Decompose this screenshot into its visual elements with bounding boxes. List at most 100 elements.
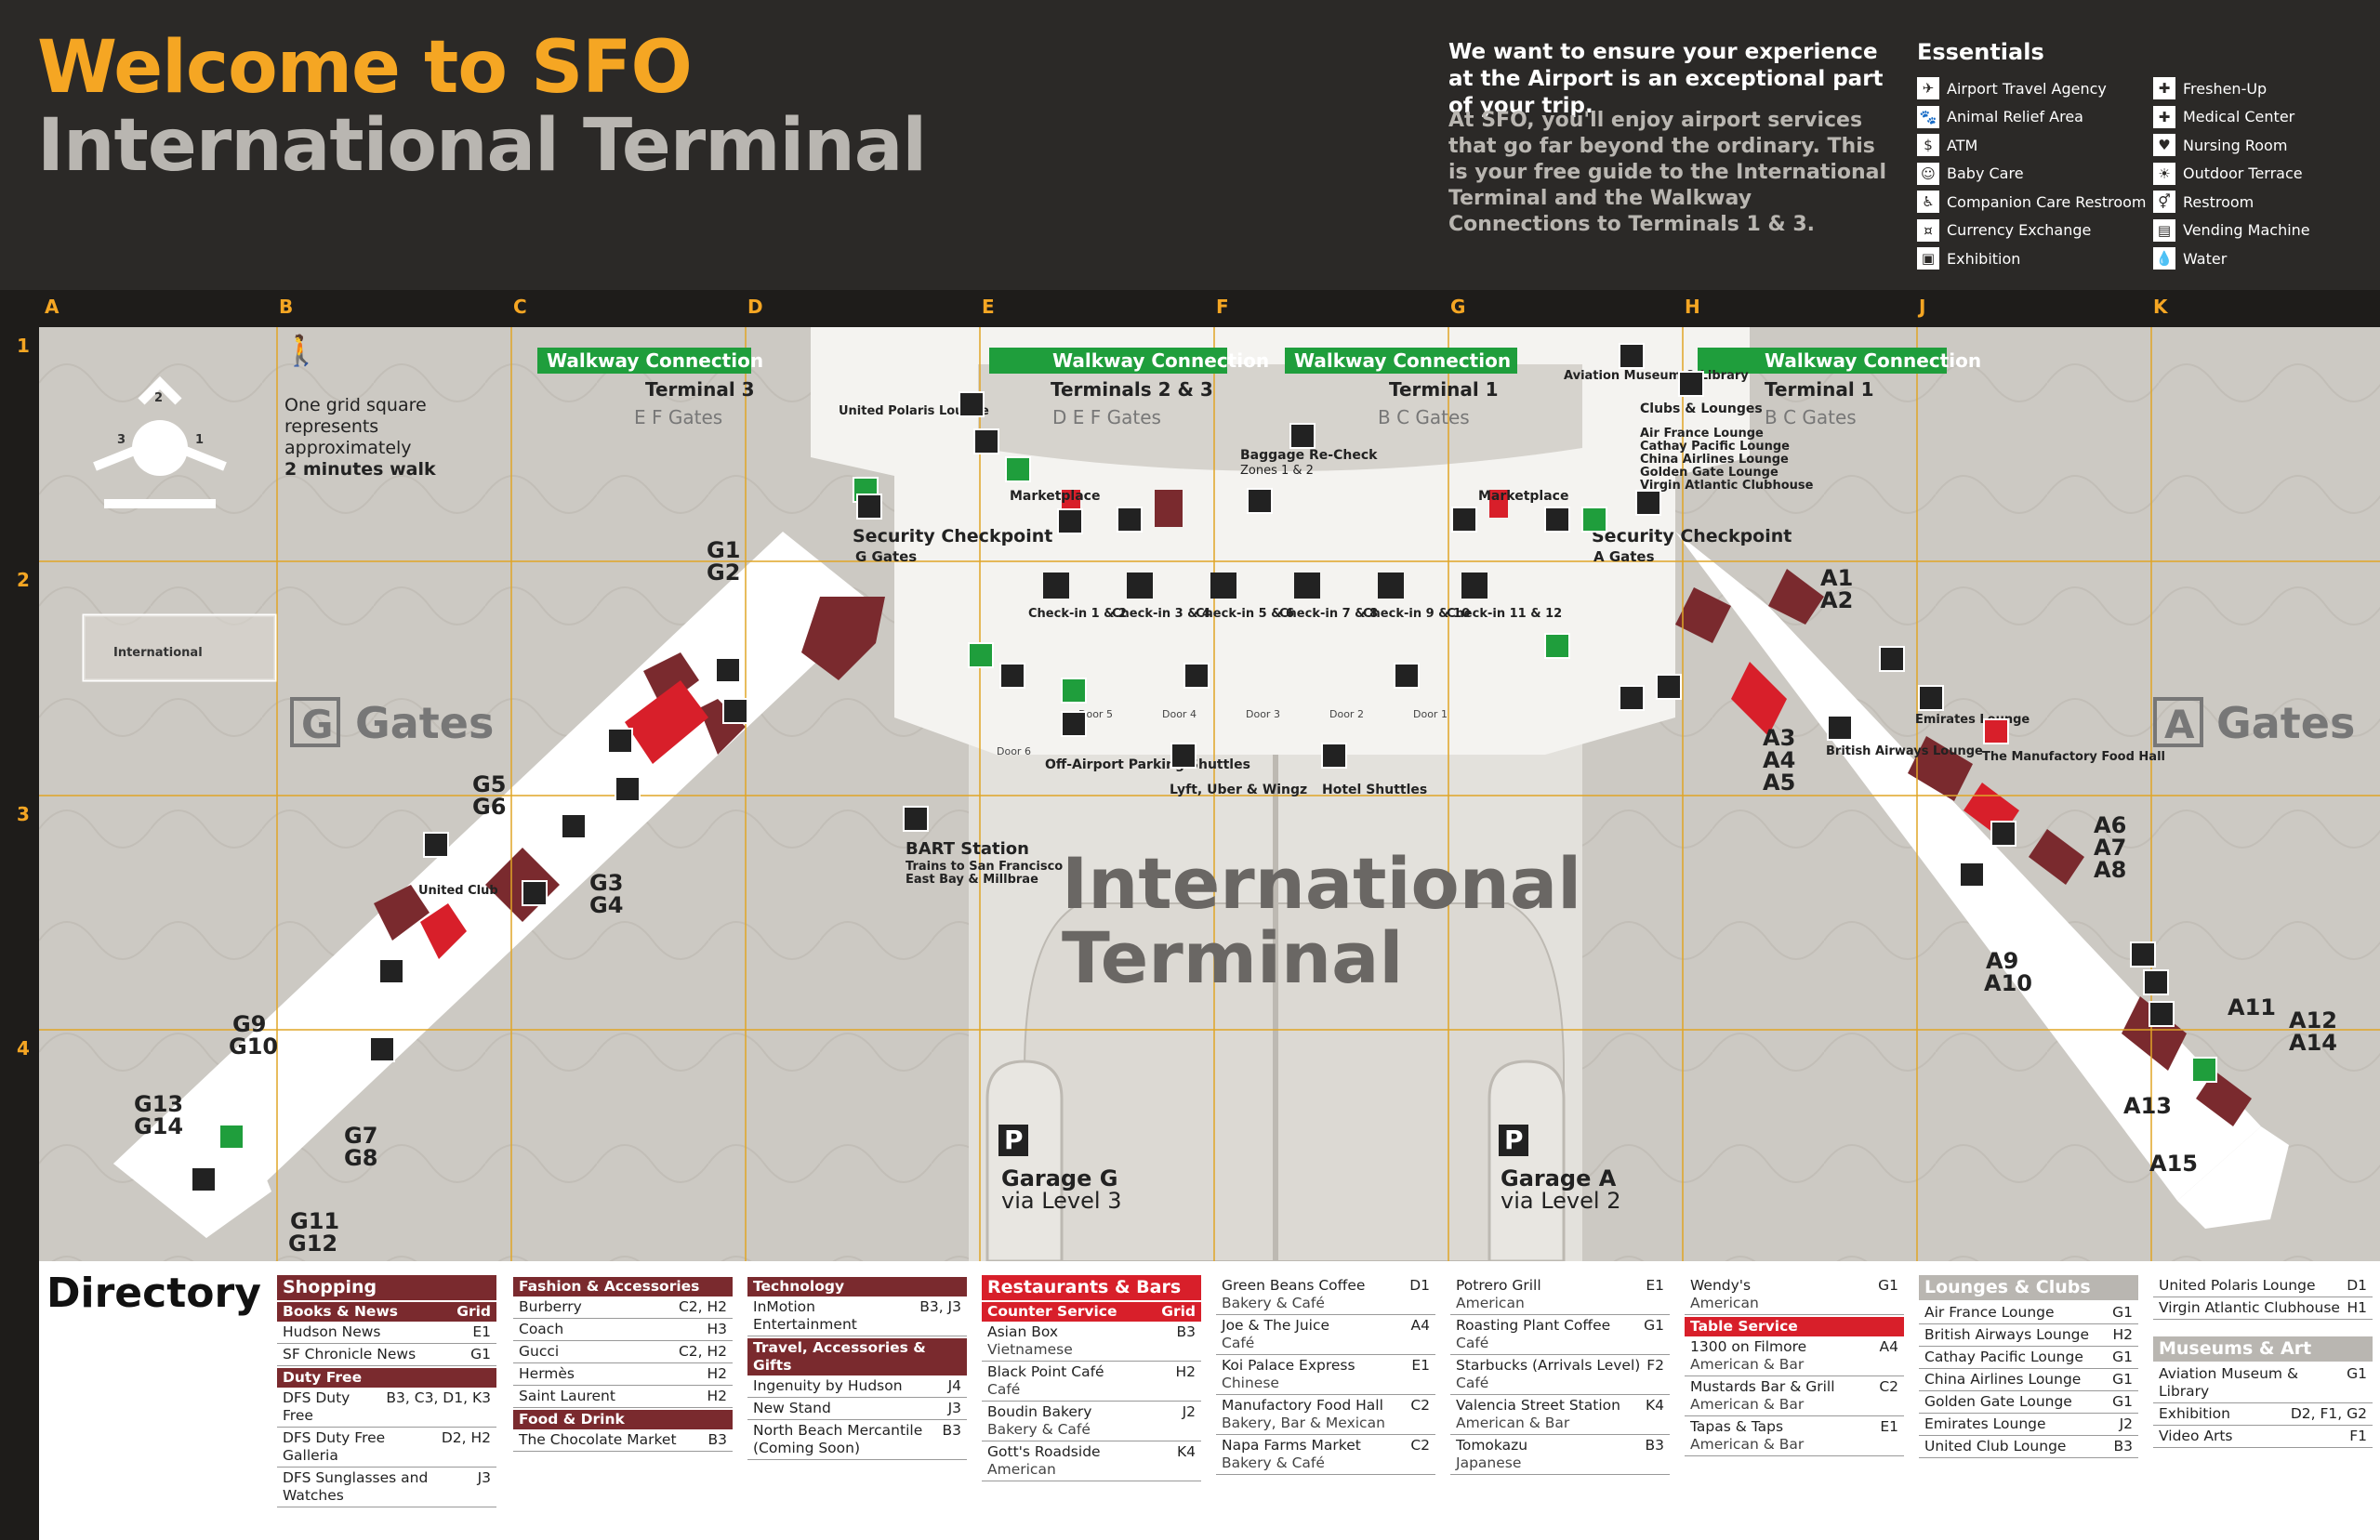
- lounge-icon[interactable]: [423, 832, 449, 858]
- gate-a11[interactable]: A11: [2228, 994, 2276, 1020]
- map-svg[interactable]: International 2 3 1 🚶 One grid square re…: [39, 327, 2380, 1263]
- baby-care-icon[interactable]: [1656, 674, 1682, 700]
- gate-g7[interactable]: G7: [344, 1123, 377, 1149]
- gate-a1[interactable]: A1: [1820, 565, 1853, 591]
- united-polaris-icon[interactable]: [959, 391, 985, 417]
- lounge-icon[interactable]: [1918, 685, 1944, 711]
- directory-category: Café: [1456, 1335, 1489, 1351]
- restroom-icon[interactable]: [1544, 633, 1570, 659]
- gate-labels[interactable]: G1G2G3G4G5G6G7G8G9G10G11G12G13G14A1A2A3A…: [134, 537, 2337, 1257]
- lounge-icon[interactable]: [1827, 715, 1853, 741]
- gate-a15[interactable]: A15: [2149, 1151, 2198, 1177]
- atm-icon[interactable]: [2143, 969, 2169, 995]
- atm-icon[interactable]: [715, 657, 741, 683]
- restroom-icon[interactable]: [1581, 507, 1607, 533]
- directory-name: DFS Duty Free: [283, 1389, 350, 1424]
- gate-g11[interactable]: G11: [290, 1208, 339, 1234]
- restroom-icon[interactable]: [615, 776, 641, 802]
- terminal-map[interactable]: International 2 3 1 🚶 One grid square re…: [39, 327, 2380, 1263]
- currency-exchange-icon[interactable]: [1959, 862, 1985, 888]
- gate-g6[interactable]: G6: [472, 794, 506, 820]
- gate-a9[interactable]: A9: [1986, 948, 2018, 974]
- walkway-banners[interactable]: Walkway Connection Terminal 3 E F Gates …: [537, 348, 1981, 428]
- nursing-room-icon[interactable]: [561, 813, 587, 839]
- rideshare-icon[interactable]: [1170, 743, 1197, 769]
- vending-icon[interactable]: [1990, 821, 2016, 847]
- gate-g1[interactable]: G1: [707, 537, 740, 563]
- restroom-icon[interactable]: [607, 728, 633, 754]
- restroom-icon[interactable]: [218, 1124, 245, 1150]
- restroom-icon[interactable]: [973, 428, 999, 454]
- tech-head: Technology: [747, 1277, 967, 1296]
- restroom-icon[interactable]: [2191, 1057, 2217, 1083]
- place-labels[interactable]: Security Checkpoint G Gates Security Che…: [418, 369, 2165, 898]
- restroom-icon[interactable]: [369, 1036, 395, 1062]
- checkin-4[interactable]: Check-in 7 & 8: [1279, 607, 1378, 621]
- aviation-museum-icon[interactable]: [1619, 343, 1645, 369]
- directory-name: Black Point Café: [987, 1363, 1104, 1380]
- info-icon[interactable]: [1057, 508, 1083, 534]
- checkin-2[interactable]: Check-in 3 & 4: [1112, 607, 1210, 621]
- atm-icon[interactable]: [1117, 507, 1143, 533]
- gate-a7[interactable]: A7: [2094, 835, 2126, 861]
- gate-g8[interactable]: G8: [344, 1145, 377, 1171]
- checkin-6[interactable]: Check-in 11 & 12: [1447, 607, 1562, 621]
- info-icon[interactable]: [1183, 663, 1210, 689]
- bart-icon[interactable]: [903, 806, 929, 832]
- restroom-icon[interactable]: [722, 698, 748, 724]
- escalator-icon[interactable]: [1061, 678, 1087, 704]
- gate-g12[interactable]: G12: [288, 1231, 337, 1257]
- manufactory-food-hall: The Manufactory Food Hall: [1982, 750, 2165, 764]
- gate-a13[interactable]: A13: [2123, 1093, 2172, 1119]
- restroom-icon[interactable]: [378, 958, 404, 984]
- baby-care-icon[interactable]: [2149, 1001, 2175, 1027]
- currency-exchange-icon[interactable]: [522, 880, 548, 906]
- info-icon[interactable]: [1544, 507, 1570, 533]
- gate-g10[interactable]: G10: [229, 1033, 278, 1060]
- gate-a3[interactable]: A3: [1763, 725, 1795, 751]
- garage-labels[interactable]: P Garage G via Level 3 P Garage A via Le…: [998, 1125, 1620, 1214]
- vending-icon[interactable]: [1247, 488, 1273, 514]
- essential-label: ATM: [1947, 136, 1978, 154]
- lounge-icon[interactable]: [1678, 371, 1704, 397]
- baggage-icon[interactable]: [1289, 423, 1316, 449]
- restroom-icon[interactable]: [1879, 646, 1905, 672]
- restroom-icon[interactable]: [968, 642, 994, 668]
- gate-g4[interactable]: G4: [589, 892, 623, 918]
- restroom-icon[interactable]: [191, 1166, 217, 1192]
- gate-g9[interactable]: G9: [232, 1011, 266, 1037]
- checkin-1[interactable]: Check-in 1 & 2: [1028, 607, 1127, 621]
- food-hall-icon[interactable]: [1983, 718, 2009, 744]
- atm-icon[interactable]: [1451, 507, 1477, 533]
- gate-a4[interactable]: A4: [1763, 747, 1795, 773]
- hotel-shuttle-icon[interactable]: [1321, 743, 1347, 769]
- gate-a2[interactable]: A2: [1820, 587, 1853, 613]
- gate-g3[interactable]: G3: [589, 870, 623, 896]
- gate-a10[interactable]: A10: [1984, 970, 2032, 996]
- gate-a14[interactable]: A14: [2289, 1030, 2337, 1056]
- restroom-icon[interactable]: [2130, 941, 2156, 967]
- security-icon[interactable]: [856, 494, 882, 520]
- service-icons[interactable]: [191, 343, 2217, 1192]
- escalator-icon[interactable]: [1005, 456, 1031, 482]
- parking-shuttle-icon[interactable]: [1061, 711, 1087, 737]
- gate-a5[interactable]: A5: [1763, 770, 1795, 796]
- gate-g13[interactable]: G13: [134, 1091, 183, 1117]
- checkin-5[interactable]: Check-in 9 & 10: [1363, 607, 1470, 621]
- gate-g2[interactable]: G2: [707, 559, 740, 586]
- gate-a8[interactable]: A8: [2094, 857, 2126, 883]
- gate-a12[interactable]: A12: [2289, 1007, 2337, 1033]
- medical-icon[interactable]: [1619, 685, 1645, 711]
- gate-g5[interactable]: G5: [472, 771, 506, 797]
- gate-a6[interactable]: A6: [2094, 812, 2126, 838]
- info-icon[interactable]: [1394, 663, 1420, 689]
- checkin-3[interactable]: Check-in 5 & 6: [1196, 607, 1294, 621]
- security-icon[interactable]: [1635, 490, 1661, 516]
- gate-g14[interactable]: G14: [134, 1113, 183, 1139]
- info-icon[interactable]: [999, 663, 1025, 689]
